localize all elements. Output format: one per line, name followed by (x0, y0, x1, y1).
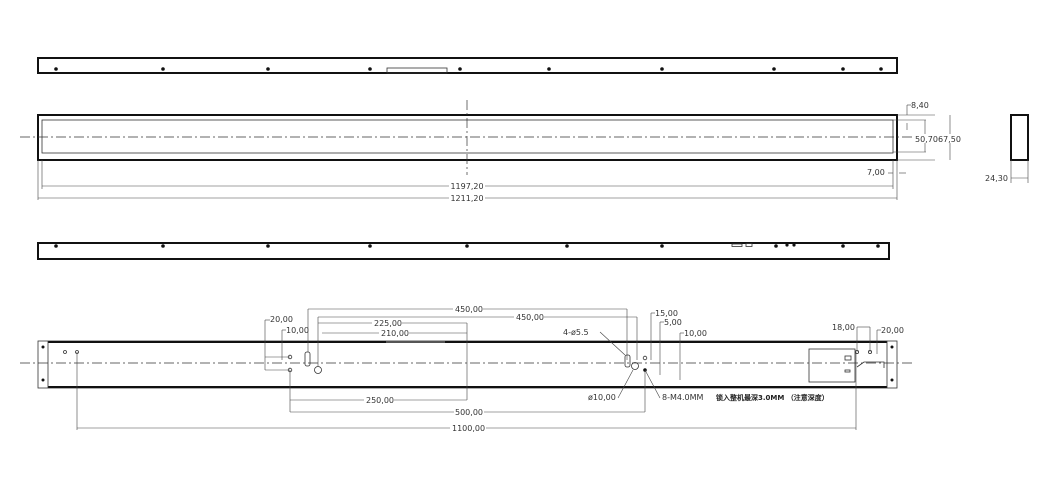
dim-bezel: 8,40 (911, 101, 929, 110)
bottom-view-outline (37, 242, 890, 260)
hole (54, 67, 58, 71)
dim-hole-spacing-1: 450,00 (455, 305, 483, 314)
dim-1100: 1100,00 (452, 424, 485, 433)
boss (631, 362, 639, 370)
dim-inner-height: 50,70 (915, 135, 938, 144)
keyhole (314, 366, 322, 374)
dim-depth: 24,30 (985, 174, 1008, 183)
top-view-outline (37, 57, 898, 74)
dim-10-left: 10,00 (286, 326, 309, 335)
dim-inner-length: 1197,20 (450, 182, 483, 191)
hole (547, 67, 551, 71)
dim-15: 15,00 (655, 309, 678, 318)
back-outline (37, 340, 898, 389)
usb-port (745, 243, 753, 247)
hole (879, 67, 883, 71)
front-display-area (41, 119, 894, 154)
hole (266, 67, 270, 71)
connector-box (808, 348, 856, 383)
slot-hole (624, 354, 631, 368)
slot-holes-label: 4-ø5.5 (563, 328, 589, 337)
dim-18: 18,00 (832, 323, 855, 332)
dim-500: 500,00 (455, 408, 483, 417)
side-view-outline (1010, 114, 1029, 161)
dim-outer-length: 1211,20 (450, 194, 483, 203)
dim-5: 5,00 (664, 318, 682, 327)
dim-20-left: 20,00 (270, 315, 293, 324)
top-view-holes (54, 67, 883, 71)
button-port (731, 243, 743, 247)
hole (841, 67, 845, 71)
top-slot (386, 67, 448, 74)
dim-225: 225,00 (374, 319, 402, 328)
side-view: 24,30 (985, 114, 1029, 183)
hole (772, 67, 776, 71)
keyhole-slot (304, 351, 311, 367)
front-outer-frame (37, 114, 898, 161)
screw-holes-label: 8-M4.0MM (662, 393, 704, 402)
front-view: 1197,20 1211,20 8,40 50,70 67,50 7,00 (20, 100, 964, 203)
bottom-view (37, 242, 890, 260)
top-view (37, 57, 898, 74)
dim-210: 210,00 (381, 329, 409, 338)
dim-outer-height: 67,50 (938, 135, 961, 144)
back-view: 20,00 10,00 450,00 450,00 225,00 210,00 … (20, 304, 912, 433)
dim-250: 250,00 (366, 396, 394, 405)
dim-edge-offset: 7,00 (867, 168, 885, 177)
boss-diameter: ø10,00 (588, 393, 616, 402)
hole (458, 67, 462, 71)
dim-hole-spacing-2: 450,00 (516, 313, 544, 322)
depth-note: 锁入整机最深3.0MM （注意深度） (715, 393, 829, 402)
dim-20-right: 20,00 (881, 326, 904, 335)
hole (368, 67, 372, 71)
hole (161, 67, 165, 71)
hole (660, 67, 664, 71)
dim-10-right: 10,00 (684, 329, 707, 338)
